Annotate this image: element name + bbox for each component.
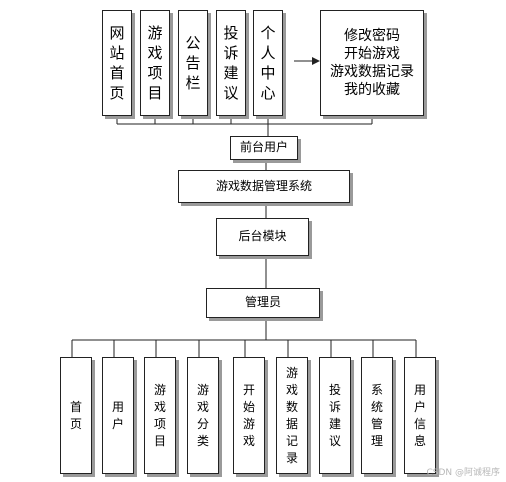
module-label: 游戏数据记录 [285,365,298,465]
system-label: 游戏数据管理系统 [215,178,312,193]
admin-module-game-categories: 游戏分类 [187,357,219,474]
backend-box: 后台模块 [216,218,309,256]
admin-box: 管理员 [206,288,320,318]
module-label: 首页 [69,399,82,431]
module-label: 投诉建议 [223,24,239,102]
admin-module-system-management: 系统管理 [361,357,393,474]
admin-module-users: 用户 [102,357,134,474]
personal-item: 游戏数据记录 [330,64,414,80]
backend-label: 后台模块 [238,229,287,244]
personal-item: 修改密码 [344,28,400,44]
front-user-label: 前台用户 [239,140,288,155]
personal-item: 开始游戏 [344,46,400,62]
module-label: 投诉建议 [328,382,341,448]
admin-module-start-game: 开始游戏 [233,357,265,474]
module-label: 个人中心 [260,24,276,102]
admin-module-home: 首页 [60,357,92,474]
module-bulletin: 公告栏 [178,10,208,116]
admin-module-complaints: 投诉建议 [319,357,351,474]
system-box: 游戏数据管理系统 [178,170,350,203]
personal-center-items: 修改密码 开始游戏 游戏数据记录 我的收藏 [320,10,424,116]
module-label: 公告栏 [185,34,201,92]
admin-label: 管理员 [244,295,281,310]
module-personal-center: 个人中心 [253,10,283,116]
module-label: 用户信息 [413,382,426,448]
module-label: 游戏项目 [153,382,166,448]
admin-module-game-projects: 游戏项目 [144,357,176,474]
module-label: 游戏项目 [147,24,163,102]
module-label: 系统管理 [370,382,383,448]
module-label: 用户 [111,399,124,431]
module-complaints: 投诉建议 [216,10,246,116]
module-label: 开始游戏 [242,382,255,448]
admin-module-game-data-records: 游戏数据记录 [276,357,308,474]
personal-item: 我的收藏 [344,82,400,98]
admin-module-user-info: 用户信息 [404,357,436,474]
watermark: CSDN @阿诚程序 [426,468,500,478]
module-game-projects: 游戏项目 [140,10,170,116]
front-user-box: 前台用户 [230,136,298,160]
module-website-home: 网站首页 [102,10,132,116]
module-label: 游戏分类 [196,382,209,448]
module-label: 网站首页 [109,24,125,102]
